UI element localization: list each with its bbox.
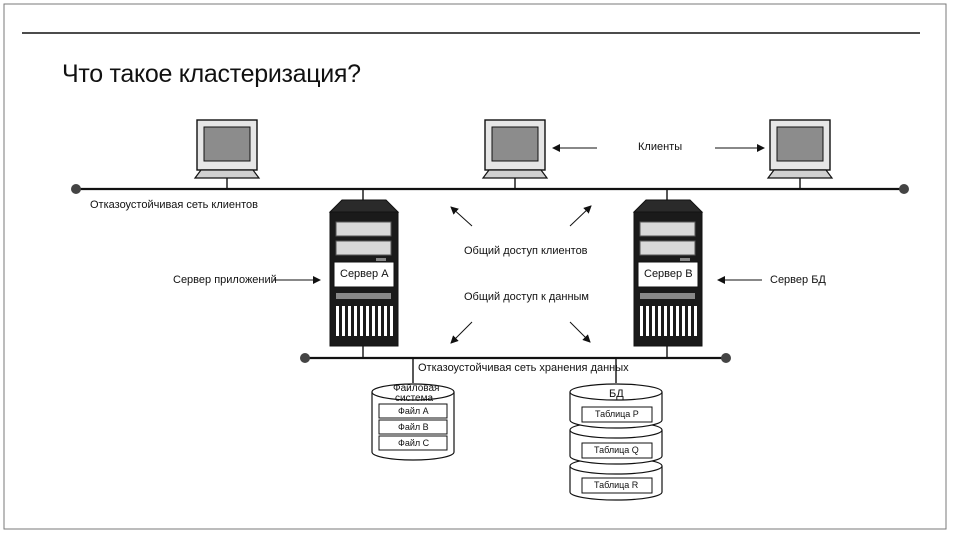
storage-network-label: Отказоустойчивая сеть хранения данных [418, 362, 629, 374]
server-a-name: Сервер A [340, 268, 389, 280]
shared-arrow-up-right [569, 205, 592, 227]
client-monitor-icon [766, 119, 834, 189]
file-b-label: Файл B [398, 422, 429, 432]
shared-access-clients-label: Общий доступ клиентов [464, 245, 588, 257]
table-q-label: Таблица Q [594, 445, 639, 455]
client-monitor-icon [193, 119, 261, 189]
filesystem-title-line1: Файловая [393, 383, 440, 394]
table-r-label: Таблица R [594, 480, 639, 490]
server-b-name: Сервер B [644, 268, 693, 280]
table-p-label: Таблица P [595, 409, 639, 419]
file-a-label: Файл A [398, 406, 429, 416]
shared-arrow-down-right [569, 321, 591, 343]
server-a-icon [328, 189, 400, 358]
server-b-icon [632, 189, 704, 358]
shared-arrow-down-left [450, 321, 473, 344]
shared-access-data-label: Общий доступ к данным [464, 291, 589, 303]
app-server-role-label: Сервер приложений [173, 274, 277, 286]
page-title: Что такое кластеризация? [62, 60, 361, 88]
client-monitor-icon [481, 119, 549, 189]
database-title: БД [609, 388, 624, 400]
filesystem-disk-icon [371, 358, 455, 461]
clients-label: Клиенты [638, 141, 683, 153]
client-network-label: Отказоустойчивая сеть клиентов [90, 199, 258, 211]
filesystem-title-line2: система [395, 393, 434, 404]
database-disk-icon [569, 358, 663, 501]
file-c-label: Файл C [398, 438, 430, 448]
client-network-bus [71, 184, 909, 194]
shared-arrow-up-left [450, 206, 473, 227]
db-server-role-label: Сервер БД [770, 274, 826, 286]
slide-border [3, 3, 947, 530]
storage-network-bus [300, 353, 731, 363]
